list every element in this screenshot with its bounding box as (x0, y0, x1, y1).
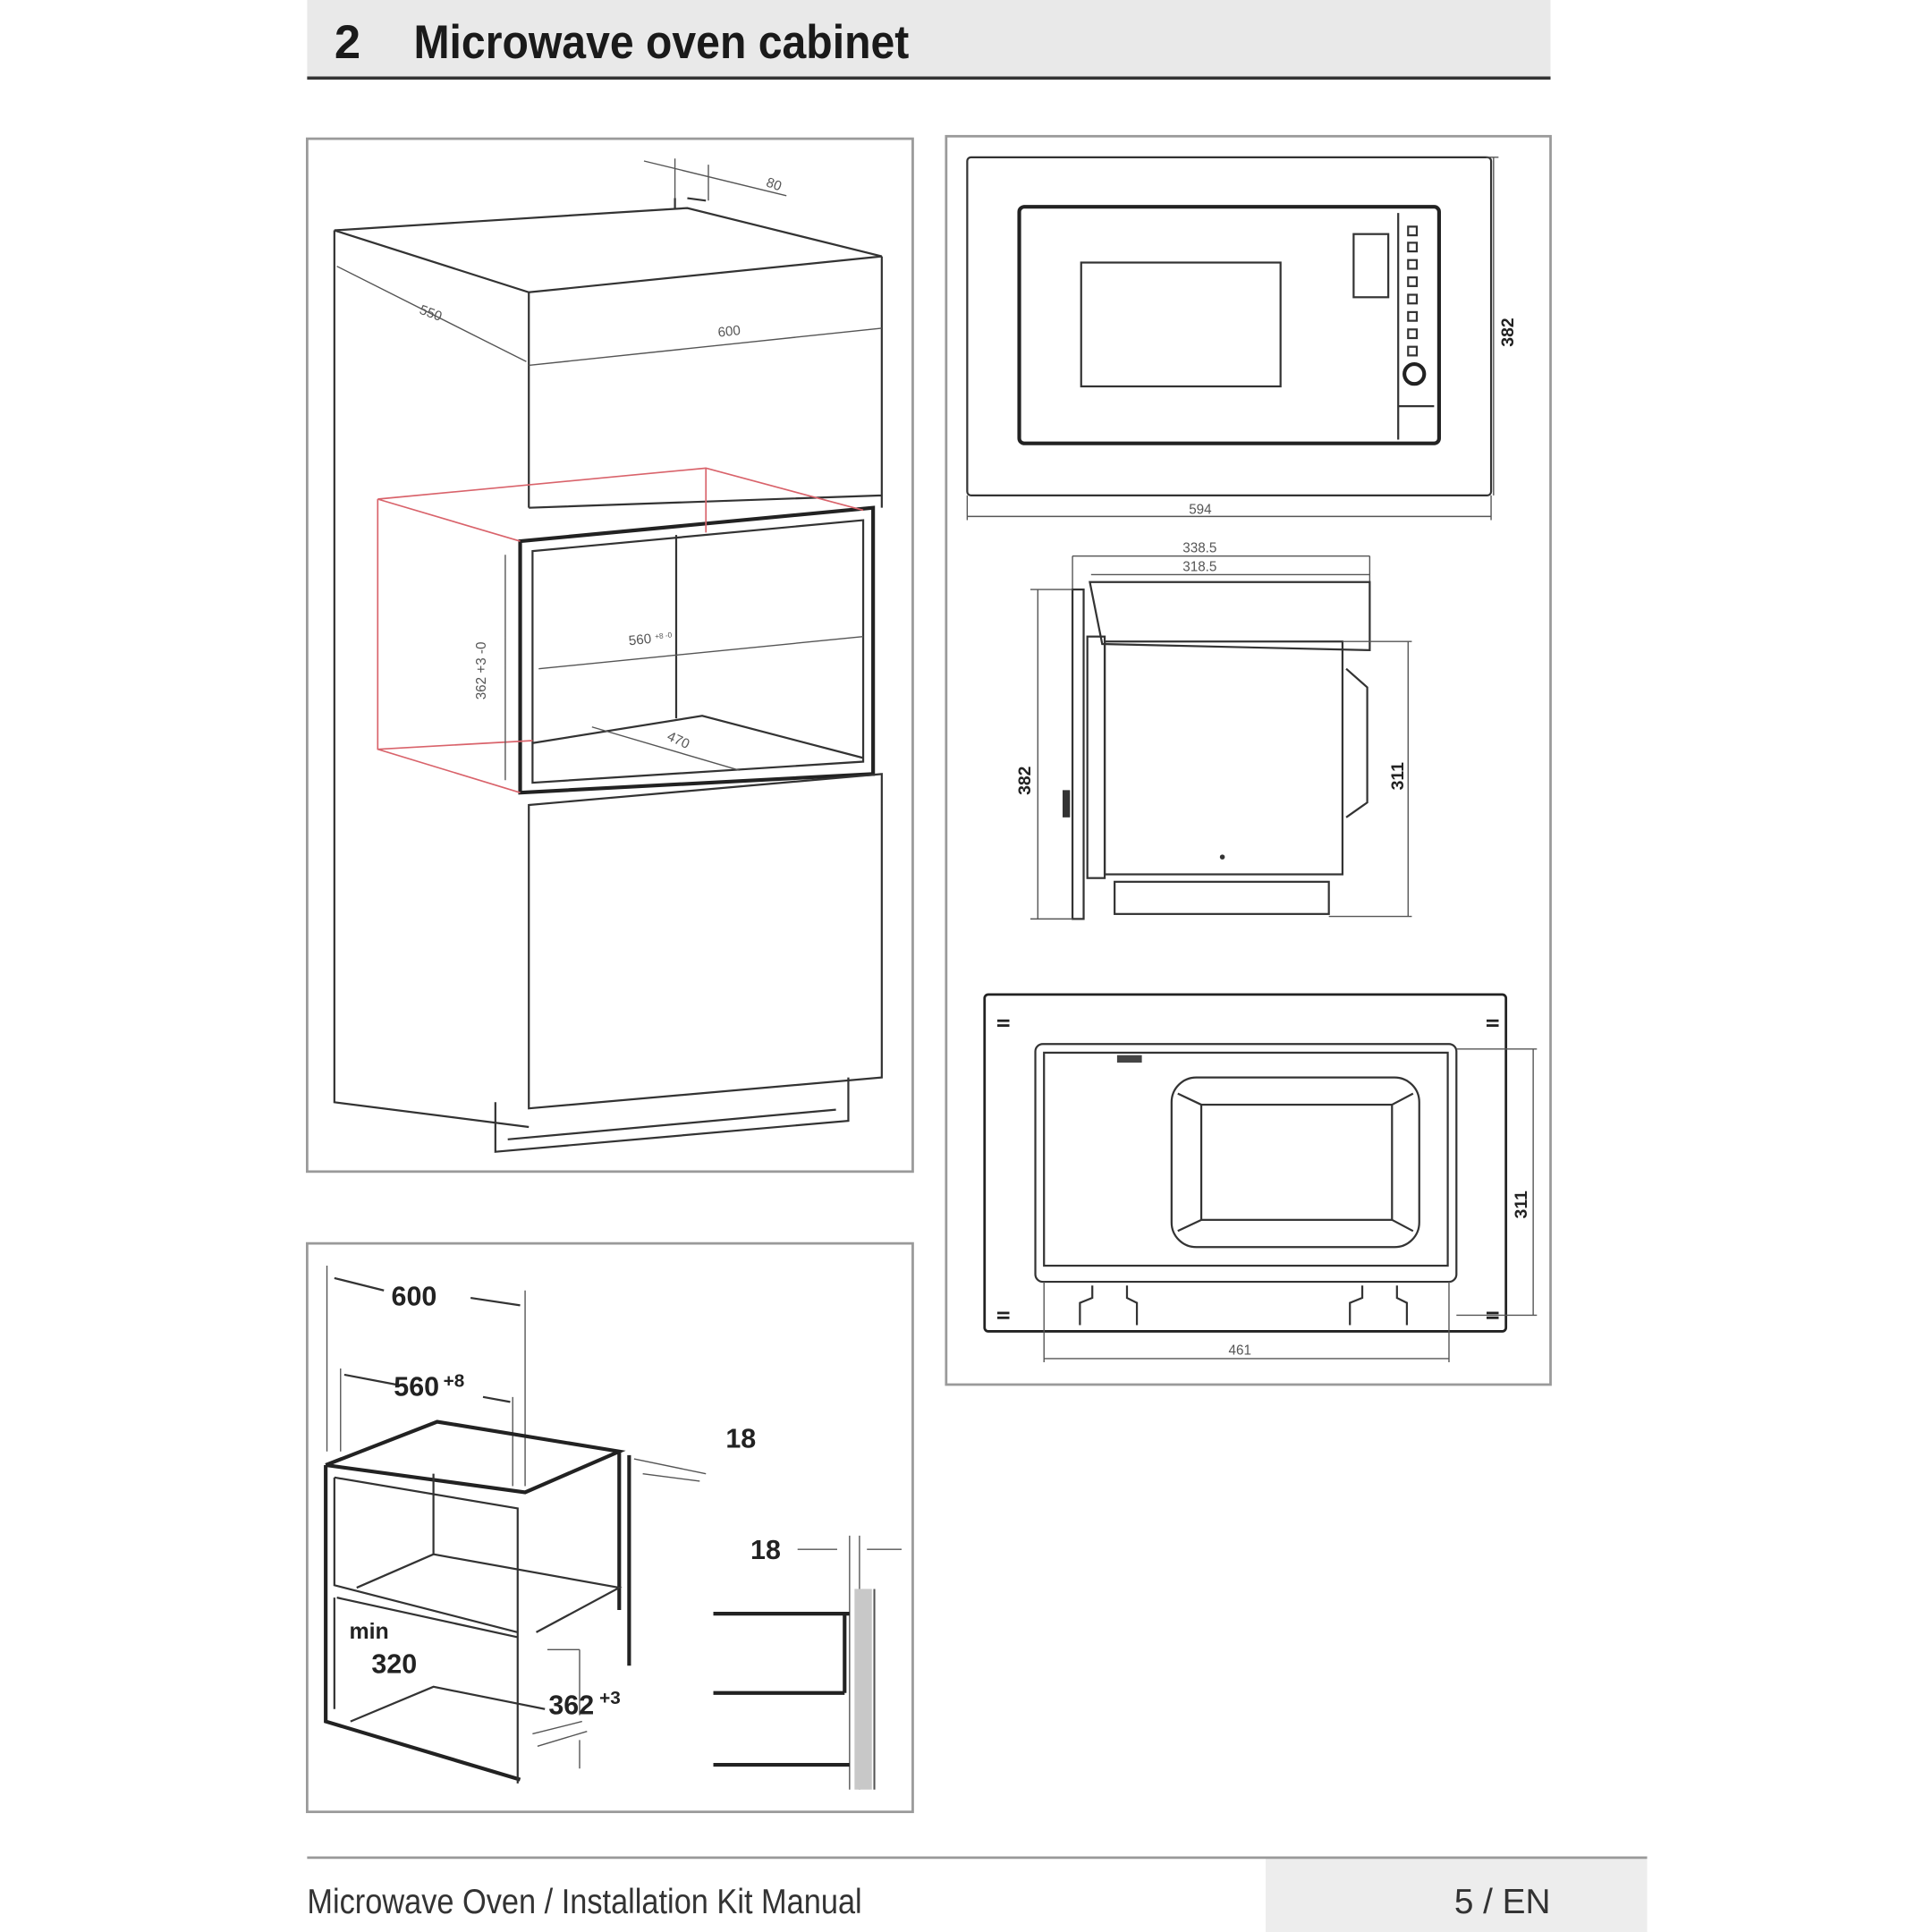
dim-opening-width: 560 (394, 1371, 439, 1402)
dim-side-depth-body: 318.5 (1182, 559, 1216, 574)
footer-page-band (1266, 1857, 1648, 1932)
mount-mark: II (994, 1018, 1013, 1028)
dim-opening-height: 362 (548, 1690, 594, 1720)
figure-oven-views: 594 382 338.5 318.5 382 311 461 311 II I… (945, 134, 1552, 1386)
footer-manual-title: Microwave Oven / Installation Kit Manual (307, 1883, 861, 1921)
dim-height-tolerance: +3 (599, 1688, 621, 1708)
figure-cabinet-dimensions: 600 560 +8 18 18 min 320 362 +3 (305, 1241, 914, 1814)
dim-min-depth: 320 (371, 1649, 417, 1680)
dim-opening-width-tolerance: +8 -0 (655, 630, 673, 640)
dim-panel-thickness: 18 (725, 1424, 756, 1454)
page-title: Microwave oven cabinet (413, 16, 909, 69)
dim-bottom-width: 461 (1229, 1343, 1251, 1359)
dim-width: 600 (717, 323, 741, 341)
section-number: 2 (335, 16, 360, 69)
mount-mark: II (1483, 1310, 1503, 1320)
header-band (307, 0, 1551, 77)
mount-mark: II (1483, 1018, 1503, 1028)
dim-opening-width: 560 (628, 631, 652, 649)
dim-side-height: 382 (1015, 767, 1035, 795)
dim-min-label: min (349, 1619, 388, 1644)
dim-side-depth-total: 338.5 (1182, 541, 1216, 556)
dim-front-width: 594 (1189, 503, 1212, 518)
footer-page-number: 5 / EN (1454, 1883, 1551, 1921)
dim-side-body-height: 311 (1388, 762, 1408, 790)
dim-bottom-height: 311 (1512, 1191, 1531, 1218)
dim-outer-width: 600 (392, 1281, 437, 1311)
dim-vent: 80 (764, 174, 784, 194)
figure-cabinet-isometric: 550 600 80 560 +8 -0 470 362 +3 -0 (305, 137, 914, 1174)
dim-front-height: 382 (1498, 318, 1518, 346)
dim-opening-tolerance: +8 (444, 1371, 465, 1392)
mount-mark: II (994, 1310, 1013, 1320)
dim-wall-thickness: 18 (750, 1535, 781, 1565)
dim-opening-height: 362 +3 -0 (474, 642, 489, 700)
